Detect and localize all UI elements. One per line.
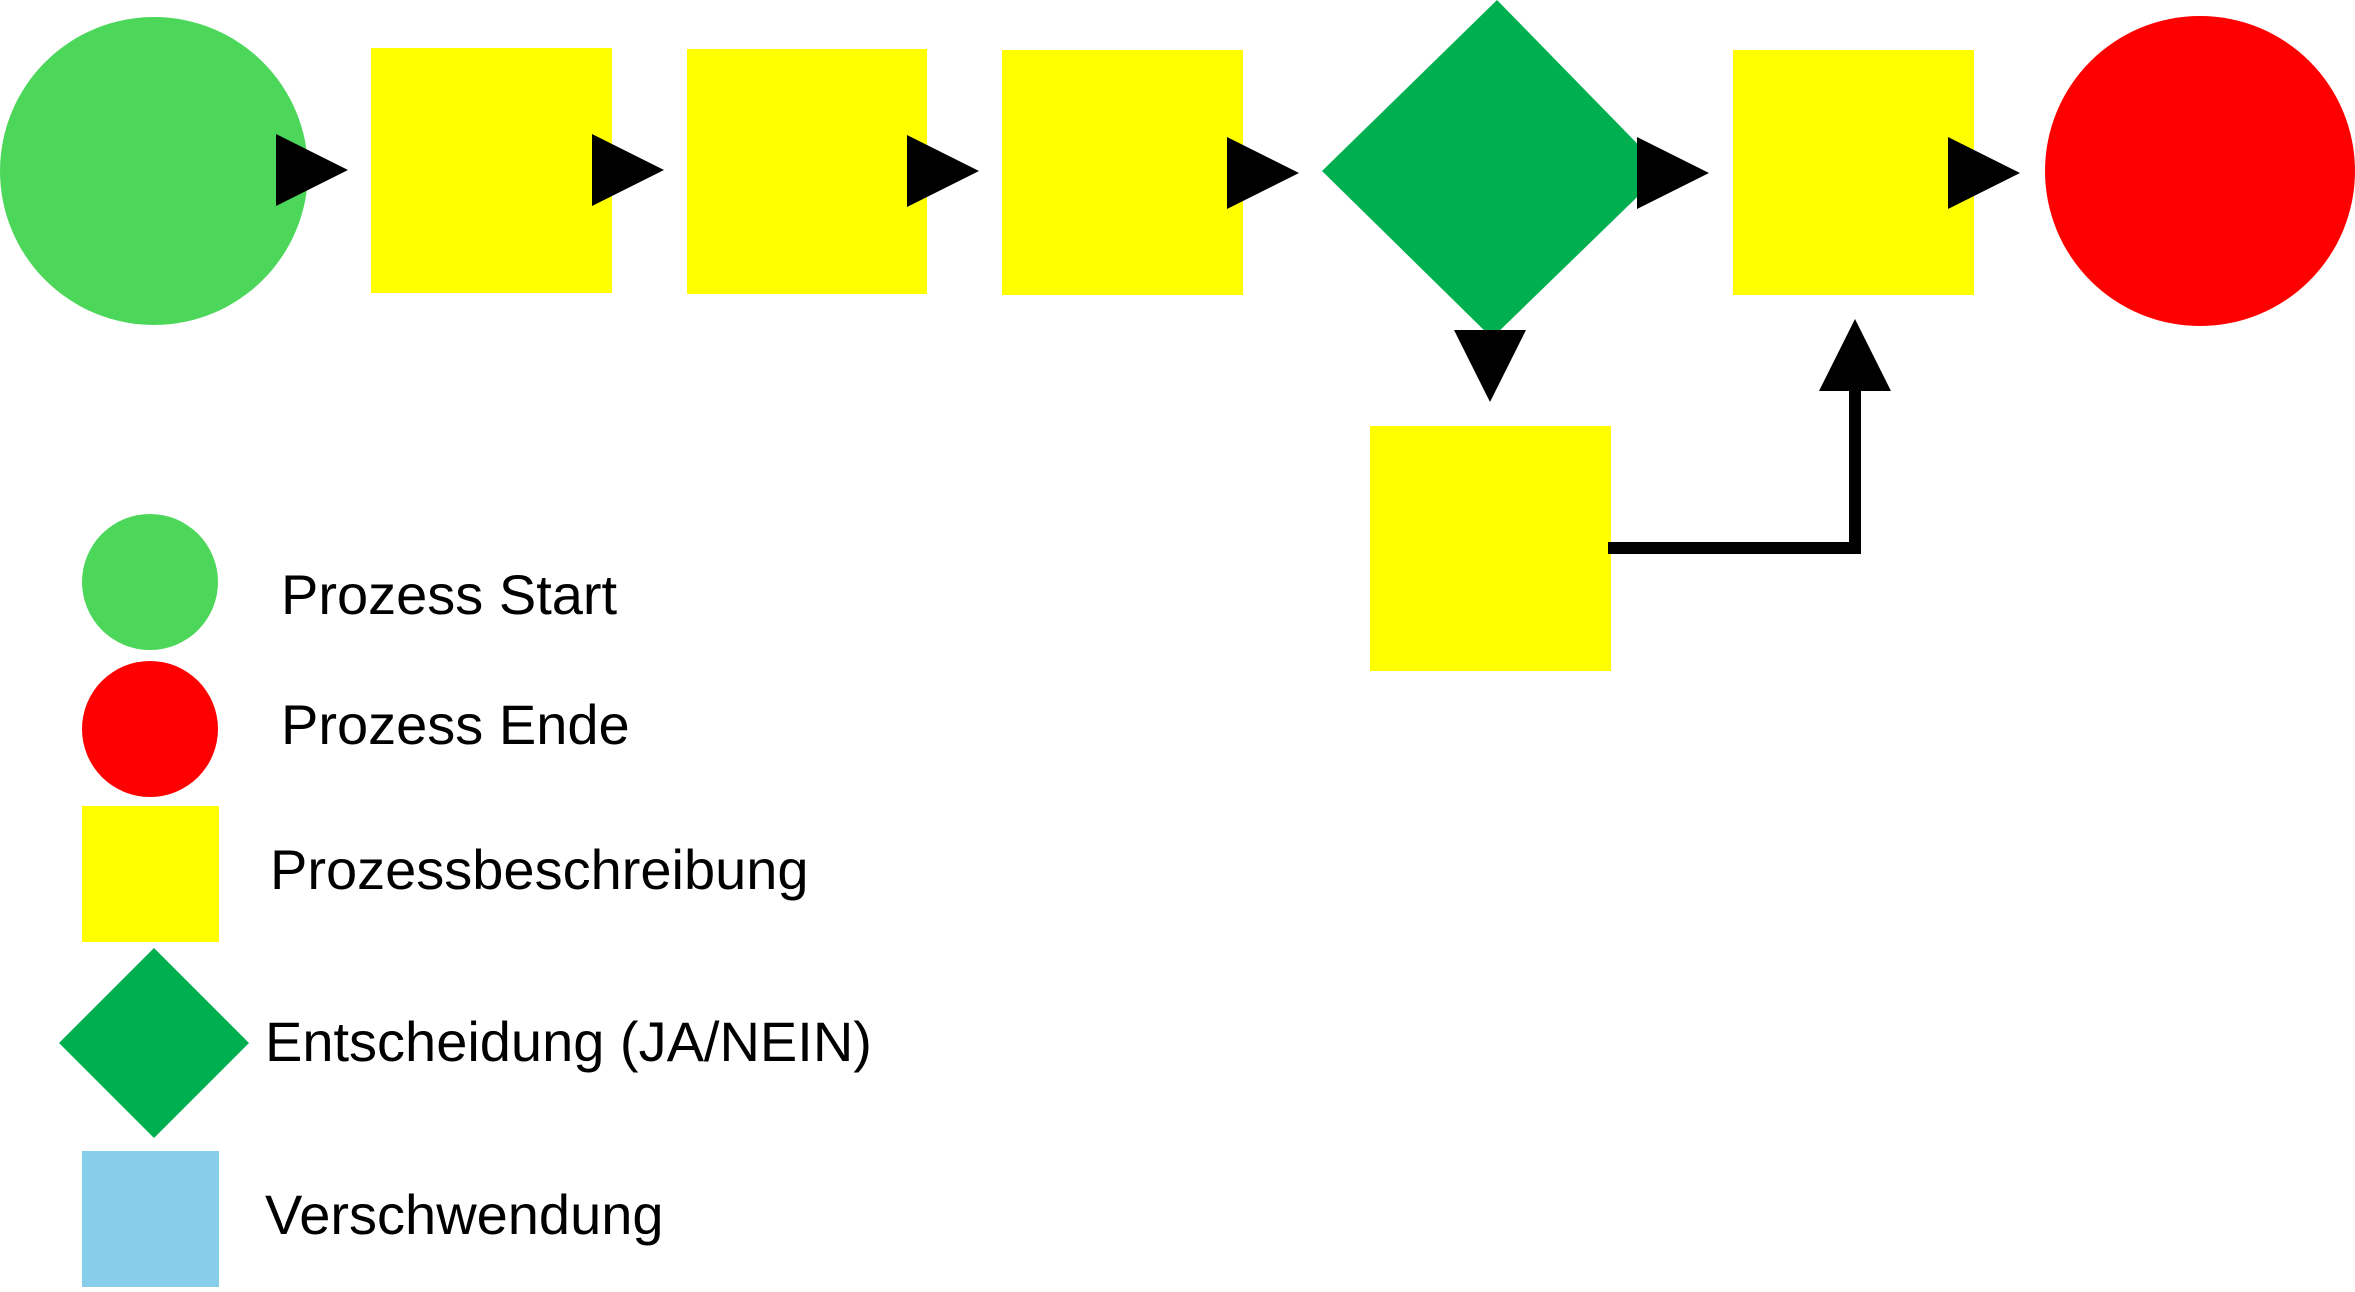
flow-arrow-branch-to-p4 [1608, 319, 1891, 554]
flow-decision-node [1322, 0, 1664, 338]
legend-decision-symbol [59, 948, 249, 1138]
legend-label-process-start: Prozess Start [281, 563, 618, 626]
legend-label-process-description: Prozessbeschreibung [270, 838, 809, 901]
flow-process-node-2 [687, 49, 927, 294]
legend-label-decision: Entscheidung (JA/NEIN) [265, 1010, 872, 1073]
flow-end-node [2045, 16, 2355, 326]
legend-start-symbol [82, 514, 218, 650]
flow-process-node-4 [1733, 50, 1974, 295]
flow-process-node-branch [1370, 426, 1611, 671]
flow-start-node [0, 17, 308, 325]
legend-label-process-end: Prozess Ende [281, 693, 630, 756]
flow-process-node-3 [1002, 50, 1243, 295]
legend-label-waste: Verschwendung [265, 1183, 664, 1246]
legend-waste-symbol [82, 1151, 219, 1287]
legend-process-symbol [82, 806, 219, 942]
legend-end-symbol [82, 661, 218, 797]
flow-process-node-1 [371, 48, 612, 293]
